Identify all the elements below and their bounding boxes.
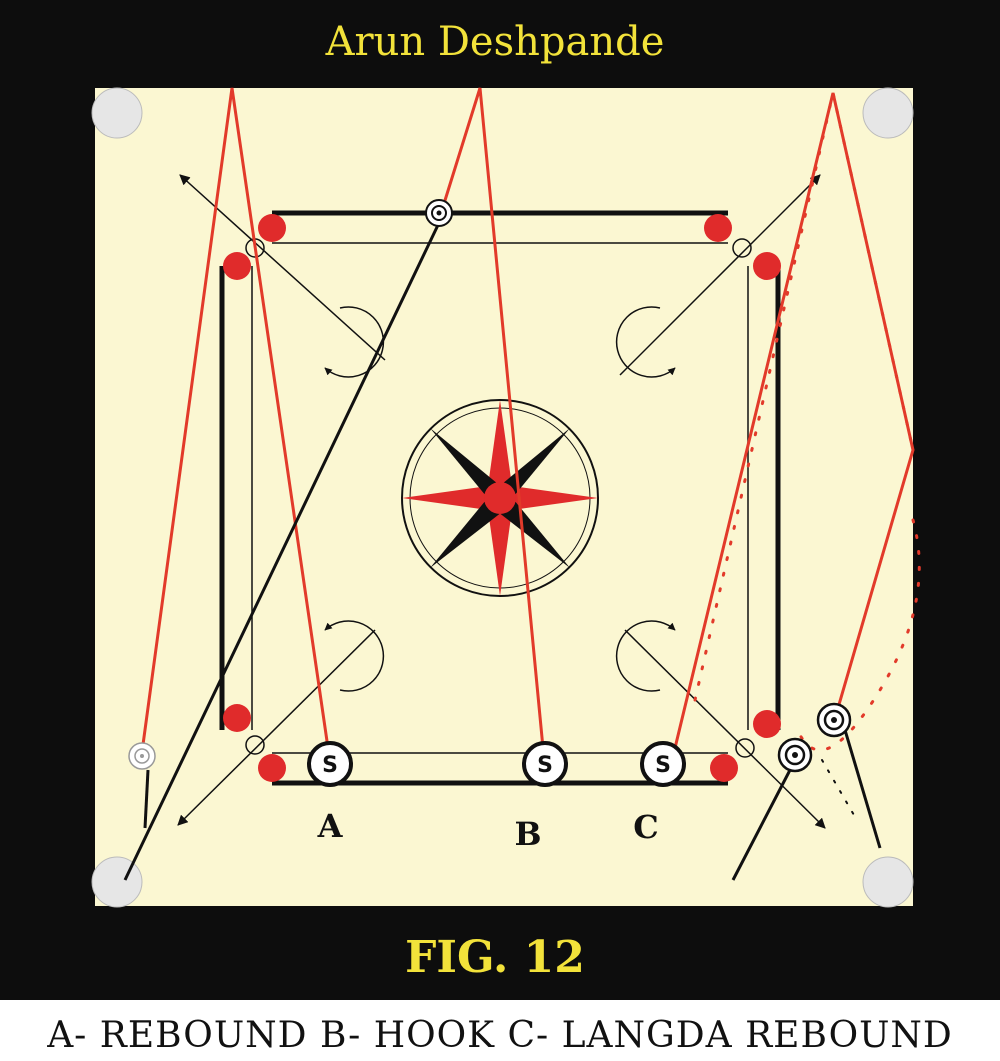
striker-b-symbol: S xyxy=(537,753,553,778)
striker-c: S xyxy=(640,741,686,787)
shot-label-a: A xyxy=(317,807,344,845)
shot-path-c xyxy=(673,92,915,749)
figure-caption: A- REBOUND B- HOOK C- LANGDA REBOUND xyxy=(47,1015,953,1056)
pocket-bottom-right xyxy=(862,856,914,908)
shot-path-a xyxy=(140,87,330,753)
shot-path-c-dotted-curve xyxy=(798,518,921,752)
strikers: S S S xyxy=(307,741,686,787)
shot-path-b xyxy=(440,87,545,749)
striker-c-symbol: S xyxy=(655,753,671,778)
pocket-bottom-left xyxy=(91,856,143,908)
striker-b: S xyxy=(522,741,568,787)
diagonal-arrows xyxy=(177,174,826,829)
center-star-design xyxy=(401,399,599,597)
ringed-coins xyxy=(128,199,852,773)
pocket-top-left xyxy=(91,87,143,139)
figure-label: FIG. 12 xyxy=(405,932,585,983)
shot-label-b: B xyxy=(514,815,541,853)
striker-a: S xyxy=(307,741,353,787)
shot-paths xyxy=(140,87,921,753)
shot-label-c: C xyxy=(633,808,658,846)
carrom-board-frame: Arun Deshpande xyxy=(0,0,1000,1000)
curved-arrow-arcs xyxy=(324,306,676,692)
author-name: Arun Deshpande xyxy=(325,19,665,65)
queen-coin xyxy=(484,482,516,514)
striker-a-symbol: S xyxy=(322,753,338,778)
cue-lines xyxy=(123,224,882,881)
shot-path-c-dotted xyxy=(693,92,915,702)
pocket-top-right xyxy=(862,87,914,139)
carrom-board-diagram: Arun Deshpande xyxy=(91,19,921,983)
